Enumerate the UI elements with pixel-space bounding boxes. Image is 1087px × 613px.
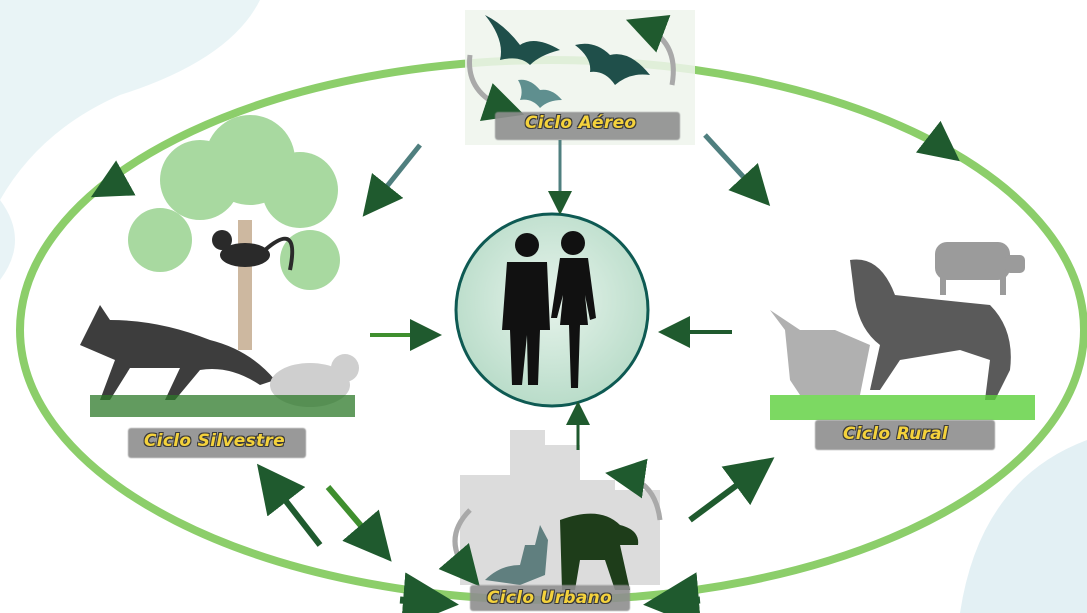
rural-cycle-group	[770, 242, 1035, 450]
tree-icon	[128, 115, 340, 350]
arrow-urbano-to-rural	[688, 457, 775, 523]
arrows	[256, 133, 775, 562]
bat-icon	[485, 15, 650, 108]
human-circle	[454, 212, 650, 408]
rural-grass	[770, 395, 1035, 420]
silvestre-grass	[90, 395, 355, 417]
aereo-cycle-group	[465, 10, 695, 145]
silvestre-cycle-group	[80, 115, 359, 458]
urbano-cycle-group	[438, 430, 663, 611]
city-icon	[460, 430, 660, 585]
arrow-silvestre-to-urbano	[325, 485, 392, 562]
arrow-aereo-to-silvestre	[362, 143, 422, 217]
ellipse-direction-arrows	[90, 120, 960, 613]
fox-icon	[80, 305, 275, 400]
urbano-cycle-arrow-right	[605, 458, 663, 521]
arrow-urbano-to-silvestre	[256, 463, 323, 547]
arrow-aereo-to-rural	[703, 133, 771, 207]
label-ciclo-aereo: Ciclo Aéreo	[525, 113, 637, 133]
horse-icon	[850, 259, 1011, 400]
dog-icon	[560, 513, 639, 590]
label-ciclo-silvestre: Ciclo Silvestre	[144, 431, 285, 451]
aereo-cycle-arrow-right	[625, 15, 676, 86]
woman-icon	[551, 231, 596, 388]
goat-icon	[770, 310, 870, 395]
label-ciclo-rural: Ciclo Rural	[843, 424, 949, 444]
cat-icon	[485, 525, 548, 585]
human-group	[454, 212, 650, 408]
man-icon	[502, 233, 550, 385]
monkey-icon	[212, 230, 295, 271]
label-ciclo-urbano: Ciclo Urbano	[487, 588, 613, 608]
cow-icon	[935, 242, 1025, 295]
aereo-cycle-arrow-left	[467, 54, 525, 122]
urbano-cycle-arrow-left	[438, 508, 480, 587]
